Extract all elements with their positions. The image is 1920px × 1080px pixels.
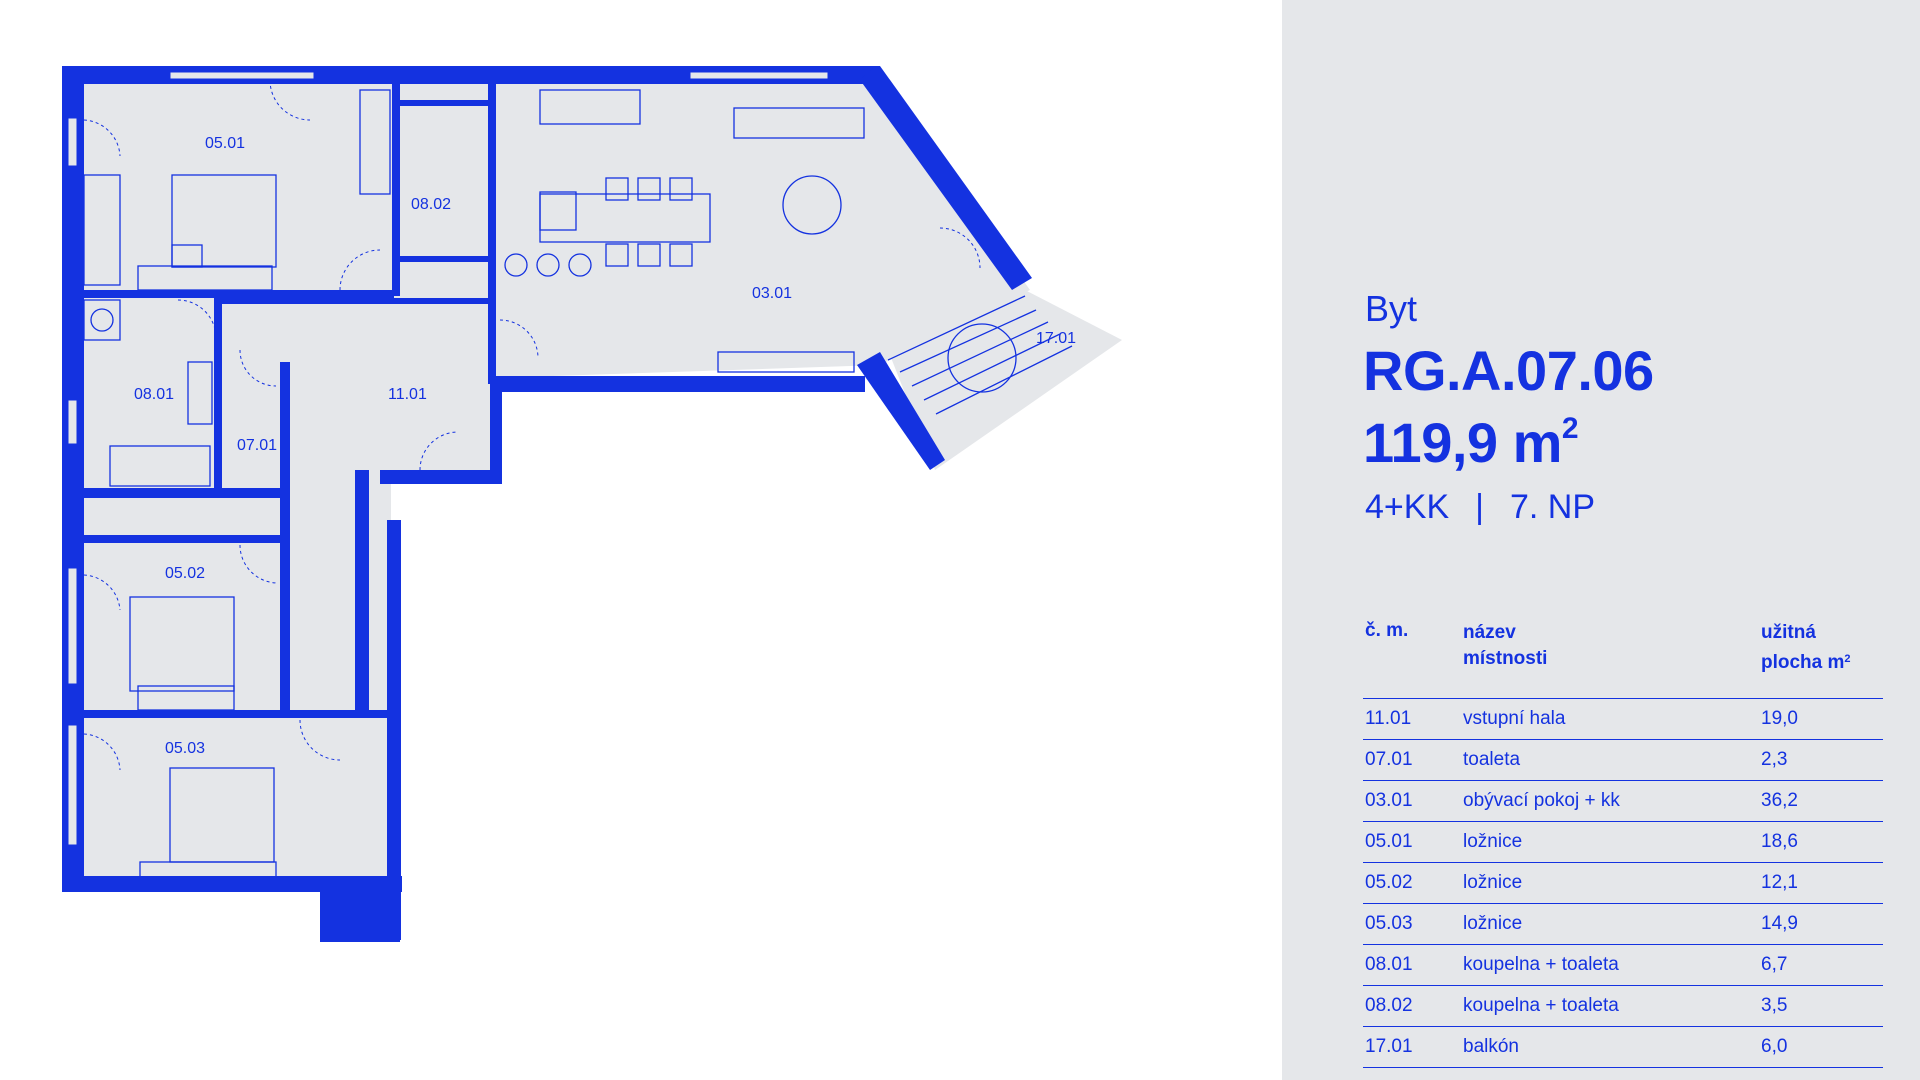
room-area: 36,2 xyxy=(1761,790,1798,811)
unit-meta: 4+KK | 7. NP xyxy=(1365,488,1595,527)
floor-plan-drawing xyxy=(62,66,1122,942)
unit-code: RG.A.07.06 xyxy=(1363,339,1654,402)
table-row: 07.01 toaleta 2,3 xyxy=(1363,739,1883,780)
unit-meta-separator: | xyxy=(1475,488,1484,526)
room-area: 19,0 xyxy=(1761,708,1798,729)
fixtures xyxy=(83,89,1073,879)
room-label: 05.01 xyxy=(205,135,246,152)
room-label: 08.01 xyxy=(134,386,175,403)
room-name: vstupní hala xyxy=(1463,708,1566,729)
header-name-line2: místnosti xyxy=(1463,648,1548,669)
floor-plan: 05.01 08.02 03.01 17.01 08.01 11.01 07.0… xyxy=(62,66,1122,942)
header-number: č. m. xyxy=(1365,620,1409,641)
table-row: 05.03 ložnice 14,9 xyxy=(1363,903,1883,944)
room-name: ložnice xyxy=(1463,913,1523,934)
table-row: 05.01 ložnice 18,6 xyxy=(1363,821,1883,862)
unit-type: Byt xyxy=(1365,288,1418,329)
room-label: 03.01 xyxy=(752,285,793,302)
room-name: koupelna + toaleta xyxy=(1463,954,1619,975)
interior-walls xyxy=(84,84,496,718)
room-label: 17.01 xyxy=(1036,330,1077,347)
unit-floor: 7. NP xyxy=(1509,488,1596,526)
room-number: 05.03 xyxy=(1365,913,1413,934)
room-name: obývací pokoj + kk xyxy=(1463,790,1620,811)
room-area: 12,1 xyxy=(1761,872,1798,893)
room-name: ložnice xyxy=(1463,831,1523,852)
header-name-line1: název xyxy=(1463,622,1516,643)
room-label: 08.02 xyxy=(411,196,452,213)
room-number: 08.01 xyxy=(1365,954,1413,975)
room-label: 11.01 xyxy=(388,386,427,403)
room-label: 05.03 xyxy=(165,740,206,757)
unit-area: 119,9 m2 xyxy=(1363,410,1579,475)
room-number: 05.01 xyxy=(1365,831,1413,852)
room-label: 05.02 xyxy=(165,565,206,582)
room-area: 2,3 xyxy=(1761,749,1788,770)
room-name: toaleta xyxy=(1463,749,1521,770)
table-row: 17.01 balkón 6,0 xyxy=(1363,1026,1883,1068)
room-area: 14,9 xyxy=(1761,913,1798,934)
room-area: 6,0 xyxy=(1761,1036,1788,1057)
room-area: 6,7 xyxy=(1761,954,1788,975)
table-row: 11.01 vstupní hala 19,0 xyxy=(1363,698,1883,739)
unit-area-superscript: 2 xyxy=(1561,412,1579,445)
room-name: koupelna + toaleta xyxy=(1463,995,1619,1016)
header-area-line2: plocha m2 xyxy=(1761,646,1891,676)
unit-area-value: 119,9 m xyxy=(1363,411,1562,474)
unit-layout: 4+KK xyxy=(1365,488,1450,526)
table-row: 05.02 ložnice 12,1 xyxy=(1363,862,1883,903)
room-area: 3,5 xyxy=(1761,995,1788,1016)
table-row: 08.01 koupelna + toaleta 6,7 xyxy=(1363,944,1883,985)
header-area-text: plocha m xyxy=(1761,652,1845,673)
table-row: 08.02 koupelna + toaleta 3,5 xyxy=(1363,985,1883,1026)
table-row: 03.01 obývací pokoj + kk 36,2 xyxy=(1363,780,1883,821)
room-number: 05.02 xyxy=(1365,872,1413,893)
room-area: 18,6 xyxy=(1761,831,1798,852)
door-swings xyxy=(83,79,981,771)
room-number: 08.02 xyxy=(1365,995,1413,1016)
unit-info-panel: Byt RG.A.07.06 119,9 m2 4+KK|7. NP č. m.… xyxy=(1282,0,1920,1080)
room-number: 07.01 xyxy=(1365,749,1413,770)
windows xyxy=(67,71,829,846)
header-area-line1: užitná xyxy=(1761,622,1816,643)
header-area-superscript: 2 xyxy=(1844,653,1851,665)
header-area: užitná plocha m2 xyxy=(1761,620,1891,676)
header-name: název místnosti xyxy=(1463,620,1613,672)
room-table: č. m. název místnosti užitná plocha m2 1… xyxy=(1363,618,1883,1068)
room-number: 11.01 xyxy=(1365,708,1412,729)
room-name: balkón xyxy=(1463,1036,1519,1057)
room-number: 03.01 xyxy=(1365,790,1413,811)
room-number: 17.01 xyxy=(1365,1036,1413,1057)
room-name: ložnice xyxy=(1463,872,1523,893)
table-header: č. m. název místnosti užitná plocha m2 xyxy=(1363,618,1883,698)
exterior-walls xyxy=(62,66,1032,942)
room-label: 07.01 xyxy=(237,437,278,454)
